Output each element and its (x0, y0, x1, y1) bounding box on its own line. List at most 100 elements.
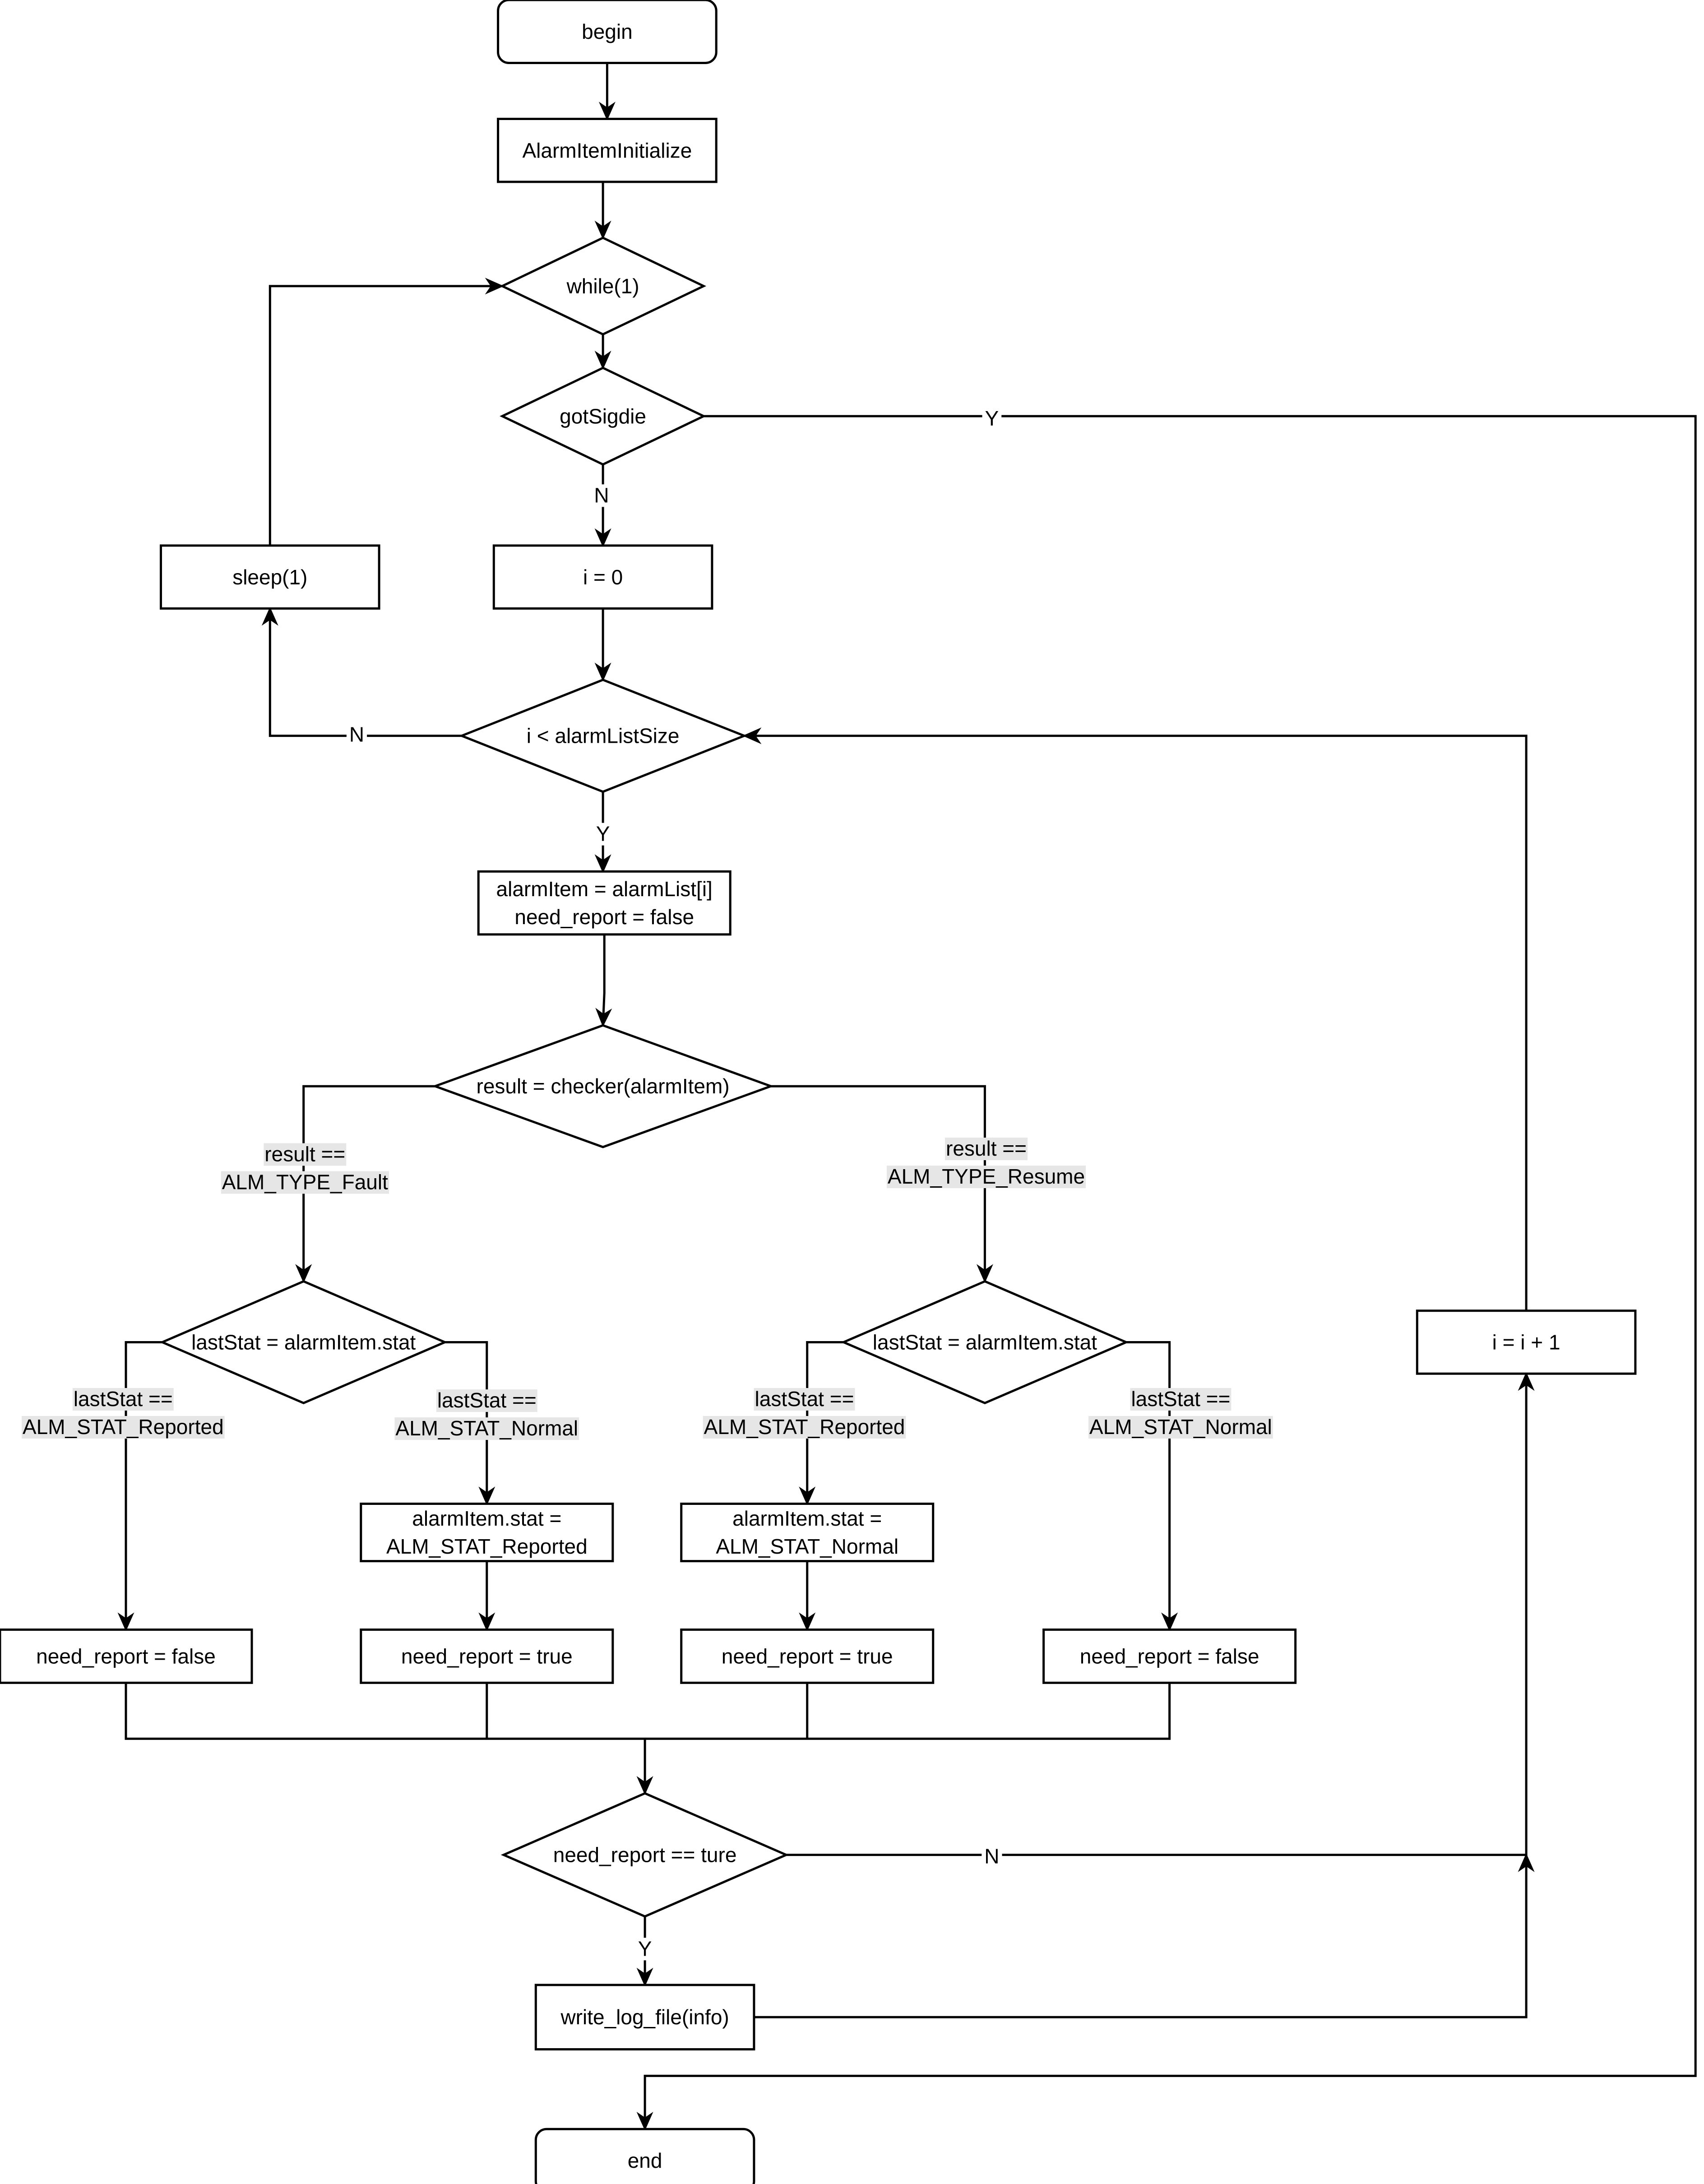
edge-label-l-normal: lastStat ==ALM_STAT_Normal (394, 1388, 579, 1440)
node-end-label-line-1: end (628, 2149, 662, 2172)
edge-cond-assign-arrowhead (594, 854, 611, 874)
edges (117, 63, 1697, 2131)
edge-label-result-resume-text: result ==ALM_TYPE_Resume (888, 1137, 1085, 1188)
edge-label-r-reported: lastStat ==ALM_STAT_Reported (703, 1387, 906, 1439)
node-set-reported-label-line-2: ALM_STAT_Reported (386, 1535, 588, 1558)
node-sleep-label: sleep(1) (232, 565, 307, 589)
node-set-reported-label-line-1: alarmItem.stat = (412, 1507, 561, 1530)
node-nr-false-2: need_report = false (1042, 1629, 1297, 1684)
node-set-normal: alarmItem.stat =ALM_STAT_Normal (680, 1503, 935, 1563)
edge-label-l-normal-bg-2 (394, 1417, 579, 1440)
edge-set-reported-true-arrowhead (478, 1612, 495, 1632)
node-laststat-r-shape (840, 1280, 1129, 1405)
edge-merge-need (636, 1739, 653, 1795)
edge-need-incr-line (786, 1374, 1528, 1856)
edge-label-r-reported-bg-1 (754, 1388, 855, 1411)
node-nr-false-2-label: need_report = false (1080, 1644, 1259, 1668)
edge-label-l-reported-text-line-2: ALM_STAT_Reported (23, 1415, 224, 1439)
node-assign-shape (477, 870, 732, 936)
node-end: end (534, 2128, 755, 2184)
edge-label-need-no-text: N (984, 1845, 999, 1868)
node-nr-false-1: need_report = false (0, 1629, 253, 1684)
node-assign-label: alarmItem = alarmList[i]need_report = fa… (496, 877, 713, 929)
node-laststat-r-label-line-1: lastStat = alarmItem.stat (873, 1330, 1097, 1354)
node-set-normal-shape (680, 1503, 935, 1563)
edge-label-r-reported-text-line-1: lastStat == (755, 1387, 854, 1411)
node-cond-i-label-line-1: i < alarmListSize (527, 724, 680, 748)
node-need-check: need_report == ture (500, 1792, 789, 1918)
edge-label-need-no: N (982, 1845, 1002, 1868)
edge-label-result-fault-bg-1 (264, 1143, 347, 1166)
edge-cond-sleep-arrowhead (261, 606, 278, 626)
node-laststat-r: lastStat = alarmItem.stat (840, 1280, 1129, 1405)
edge-gotsig-end-line (644, 415, 1697, 2129)
edge-ll-normal-arrowhead (478, 1486, 495, 1506)
edge-begin-init (598, 63, 616, 121)
edge-label-r-normal-text-line-1: lastStat == (1131, 1387, 1230, 1411)
edge-label-gotsig-no-text: N (594, 483, 609, 507)
node-checker-label: result = checker(alarmItem) (477, 1074, 730, 1098)
edge-gotsig-end-arrowhead (636, 2112, 653, 2131)
node-i0-label: i = 0 (583, 565, 623, 589)
edge-assign-checker-arrowhead (595, 1008, 612, 1027)
node-nr-true-2-shape (680, 1629, 935, 1684)
node-set-normal-label-line-2: ALM_STAT_Normal (716, 1535, 898, 1558)
edge-write-incr-arrowhead (1518, 1853, 1535, 1872)
edge-label-l-reported: lastStat ==ALM_STAT_Reported (21, 1387, 225, 1439)
edge-lr-reported (799, 1341, 844, 1506)
edge-checker-fault-arrowhead (295, 1264, 312, 1283)
edge-need-write-arrowhead (636, 1967, 653, 1987)
edge-label-l-reported-bg-2 (21, 1416, 225, 1439)
edge-label-cond-yes-text: Y (596, 822, 610, 846)
node-cond-i-shape (458, 678, 747, 793)
edge-label-gotsig-no-text-line-1: N (594, 483, 609, 507)
edge-label-gotsig-yes: Y (982, 407, 1002, 430)
edge-ll-normal (445, 1341, 495, 1506)
edge-cond-sleep-line (269, 608, 462, 737)
edge-label-need-yes-text: Y (638, 1937, 652, 1960)
edge-label-result-fault-bg-2 (221, 1171, 389, 1194)
edge-incr-cond (742, 727, 1528, 1311)
node-nr-true-2: need_report = true (680, 1629, 935, 1684)
node-set-reported-label: alarmItem.stat = ALM_STAT_Reported (386, 1507, 588, 1558)
node-nr-false-1-label: need_report = false (36, 1644, 216, 1668)
node-nr-true-1-shape (360, 1629, 614, 1684)
node-assign-label-line-1: alarmItem = alarmList[i] (496, 877, 713, 901)
edge-checker-fault (295, 1085, 435, 1283)
edge-cond-sleep (261, 606, 462, 737)
edge-ll-reported-line (125, 1341, 162, 1630)
edge-label-r-normal: lastStat ==ALM_STAT_Normal (1088, 1387, 1273, 1439)
node-set-reported: alarmItem.stat = ALM_STAT_Reported (360, 1503, 614, 1563)
edge-label-need-no-text-line-1: N (984, 1845, 999, 1868)
node-write-log-shape (534, 1984, 755, 2050)
edge-label-result-fault: result ==ALM_TYPE_Fault (221, 1143, 389, 1194)
edge-label-cond-no: N (346, 723, 367, 746)
node-while-label: while(1) (566, 274, 639, 298)
node-begin-shape (497, 0, 718, 64)
edge-merge-bus-line (125, 1683, 1171, 1740)
node-gotsig-label: gotSigdie (560, 404, 646, 428)
node-laststat-l-label: lastStat = alarmItem.stat (191, 1330, 416, 1354)
edge-label-r-reported-text: lastStat ==ALM_STAT_Reported (704, 1387, 905, 1439)
node-incr: i = i + 1 (1416, 1309, 1637, 1375)
edge-label-gotsig-yes-text: Y (985, 407, 999, 430)
edge-init-while (594, 182, 611, 240)
edge-label-l-normal-bg-1 (436, 1389, 537, 1412)
edge-merge-need-arrowhead (636, 1776, 653, 1795)
edge-label-result-resume: result ==ALM_TYPE_Resume (886, 1137, 1086, 1189)
node-while: while(1) (500, 236, 707, 336)
node-need-check-label-line-1: need_report == ture (553, 1843, 737, 1867)
edge-label-result-resume-bg-1 (945, 1138, 1028, 1161)
edge-label-gotsig-yes-text-line-1: Y (985, 407, 999, 430)
node-gotsig-shape (500, 366, 707, 466)
edge-label-cond-no-bg-1 (346, 723, 367, 746)
node-begin-label-line-1: begin (582, 20, 633, 43)
node-gotsig: gotSigdie (500, 366, 707, 466)
edge-incr-cond-line (744, 735, 1528, 1311)
edge-label-result-resume-text-line-2: ALM_TYPE_Resume (888, 1165, 1085, 1188)
nodes: beginAlarmItemInitializewhile(1)gotSigdi… (0, 0, 1637, 2184)
node-while-shape (500, 236, 707, 336)
node-begin: begin (497, 0, 718, 64)
